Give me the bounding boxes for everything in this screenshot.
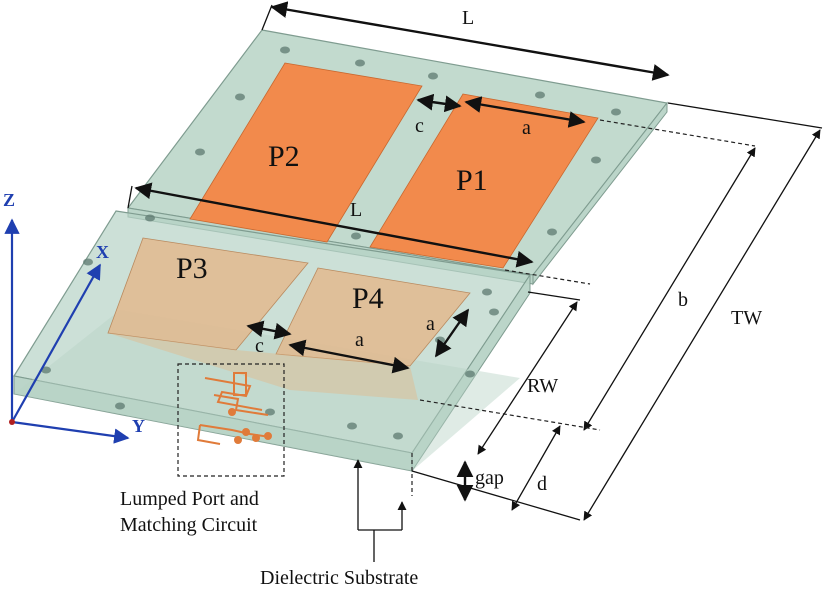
axis-origin <box>9 419 15 425</box>
dim-a-side <box>435 308 469 358</box>
label-p3: P3 <box>176 252 208 285</box>
dim-rw-ext-top <box>527 291 581 301</box>
label-lumped-port-1: Lumped Port and <box>120 488 259 510</box>
axis-x-line <box>11 263 101 423</box>
label-l-top: L <box>462 7 474 29</box>
label-b: b <box>678 289 688 311</box>
label-c-bottom: c <box>255 335 264 357</box>
dim-c-top <box>416 93 462 113</box>
lumped-port-box <box>177 363 285 477</box>
dim-tw-ext-top <box>667 102 823 129</box>
label-axis-x: X <box>96 242 109 262</box>
dim-a-bottom <box>288 339 410 374</box>
label-gap: gap <box>475 467 504 489</box>
dim-d-ext <box>411 470 581 521</box>
axis-y-line <box>11 420 130 444</box>
label-c-top: c <box>415 115 424 137</box>
dim-d-arrow <box>511 425 561 511</box>
label-p2: P2 <box>268 140 300 173</box>
dim-l-top-ext <box>261 4 273 31</box>
dim-c-bottom <box>246 320 292 340</box>
dielectric-bracket <box>353 459 407 562</box>
dim-a-top <box>464 96 586 128</box>
label-a-bottom: a <box>355 329 364 351</box>
label-a-top: a <box>522 117 531 139</box>
label-dielectric: Dielectric Substrate <box>260 567 418 589</box>
dim-l-top-arrow <box>270 1 670 81</box>
label-p1: P1 <box>456 164 488 197</box>
label-a-side: a <box>426 313 435 335</box>
dim-rw-arrow <box>477 301 578 455</box>
label-tw: TW <box>731 307 762 329</box>
label-lumped-port-2: Matching Circuit <box>120 514 258 536</box>
matching-circuit <box>196 372 272 445</box>
axes: Z X Y <box>3 190 145 444</box>
label-p4: P4 <box>352 282 384 315</box>
label-l-bottom: L <box>350 199 362 221</box>
dim-l-bottom-ext <box>127 185 133 209</box>
label-rw: RW <box>527 375 558 397</box>
ground-layer <box>14 310 520 471</box>
label-axis-z: Z <box>3 190 15 210</box>
dim-b-ext-bottom <box>504 269 591 285</box>
patch-projection <box>108 333 418 400</box>
dim-b-arrow <box>583 147 756 431</box>
label-d: d <box>537 473 547 495</box>
dim-tw-arrow <box>583 129 821 521</box>
label-axis-y: Y <box>132 416 145 436</box>
dim-l-bottom-arrow <box>134 182 534 268</box>
